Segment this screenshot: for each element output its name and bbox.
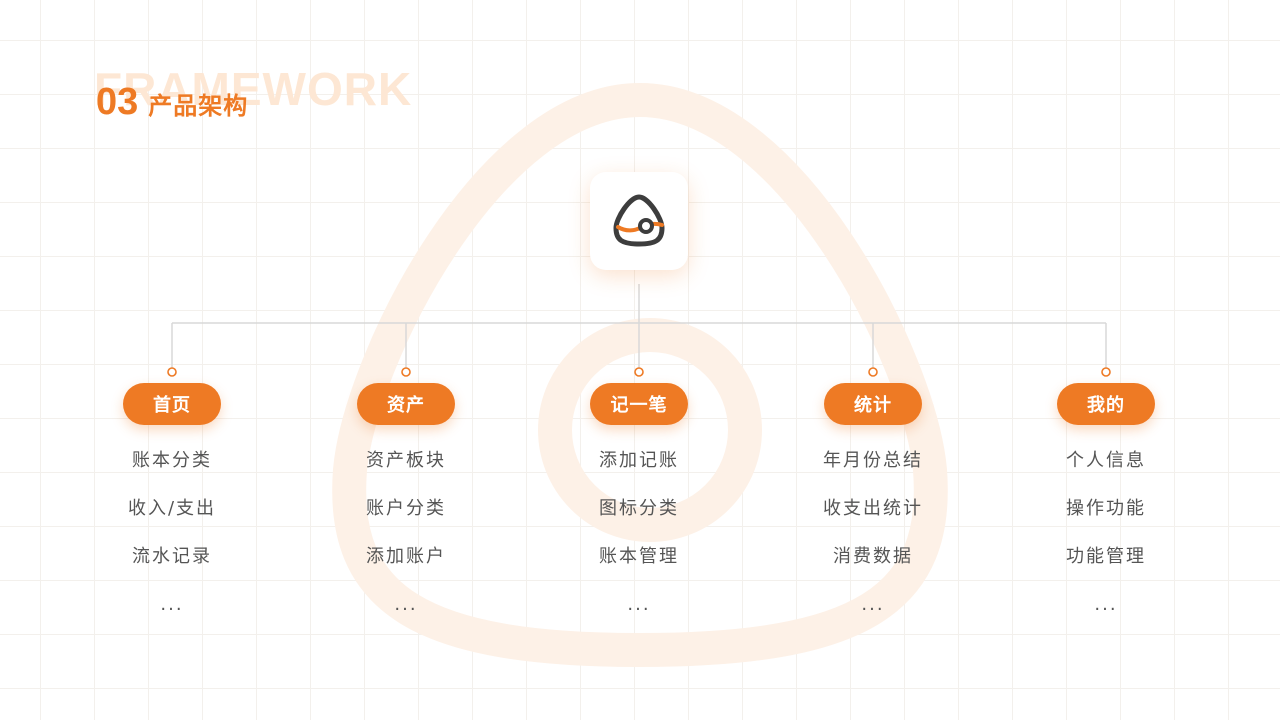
list-item: ...	[861, 594, 885, 615]
list-item: 账本分类	[131, 450, 212, 471]
branch-column: 记一笔添加记账图标分类账本管理...	[539, 383, 739, 639]
branch-node-dot	[634, 367, 644, 377]
list-item: 个人信息	[1066, 450, 1146, 471]
list-item: 消费数据	[833, 546, 913, 567]
list-item: 添加记账	[599, 450, 679, 471]
page-title: 03 产品架构	[96, 82, 248, 122]
list-item: 图标分类	[599, 498, 679, 519]
branch-items: 添加记账图标分类账本管理...	[599, 447, 679, 639]
list-item: ...	[394, 594, 418, 615]
branch-label: 首页	[123, 383, 221, 425]
branch-node-dot	[868, 367, 878, 377]
branch-node-dot	[401, 367, 411, 377]
list-item: 添加账户	[366, 546, 446, 567]
branch-items: 资产板块账户分类添加账户...	[366, 447, 446, 639]
branch-node-dot	[167, 367, 177, 377]
branch-label: 记一笔	[590, 383, 688, 425]
branch-column: 统计年月份总结收支出统计消费数据...	[773, 383, 973, 639]
section-number: 03	[96, 81, 139, 123]
branch-column: 资产资产板块账户分类添加账户...	[306, 383, 506, 639]
list-item: 年月份总结	[823, 450, 923, 471]
list-item: 账户分类	[366, 498, 446, 519]
list-item: ...	[160, 594, 184, 615]
list-item: 收入/支出	[127, 498, 217, 519]
list-item: 资产板块	[366, 450, 446, 471]
branch-items: 账本分类收入/支出流水记录...	[128, 447, 216, 639]
branch-label: 统计	[824, 383, 922, 425]
list-item: 功能管理	[1066, 546, 1146, 567]
branch-column: 我的个人信息操作功能功能管理...	[1006, 383, 1206, 639]
branch-label: 我的	[1057, 383, 1155, 425]
section-title: 产品架构	[148, 92, 249, 120]
branch-column: 首页账本分类收入/支出流水记录...	[72, 383, 272, 639]
background-logo-watermark	[332, 83, 948, 667]
framework-watermark: FRAMEWORK	[94, 63, 413, 115]
app-logo-icon	[613, 194, 665, 247]
list-item: ...	[627, 594, 651, 615]
branch-node-dot	[1101, 367, 1111, 377]
list-item: 流水记录	[131, 546, 212, 567]
list-item: ...	[1094, 594, 1118, 615]
list-item: 账本管理	[599, 546, 679, 567]
list-item: 收支出统计	[823, 498, 923, 519]
list-item: 操作功能	[1066, 498, 1146, 519]
app-logo	[590, 172, 688, 270]
branch-label: 资产	[357, 383, 455, 425]
branch-items: 年月份总结收支出统计消费数据...	[823, 447, 923, 639]
branch-items: 个人信息操作功能功能管理...	[1066, 447, 1146, 639]
